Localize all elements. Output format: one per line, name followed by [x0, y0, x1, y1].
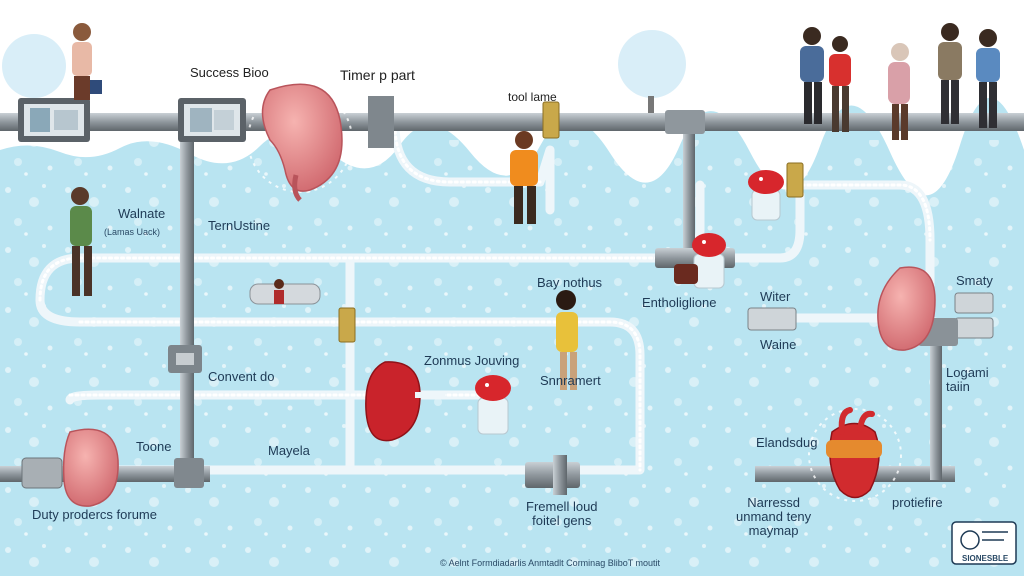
label-elandsdug: Elandsdug	[756, 435, 818, 450]
label-protiefire: protiefire	[892, 495, 943, 510]
monitor-icon	[178, 98, 246, 142]
tank-bottom-left	[21, 457, 63, 489]
valve-icon	[542, 101, 560, 139]
label-timer-part: Timer p part	[340, 67, 415, 83]
logo-text: SIONESBLE	[962, 554, 1009, 563]
person-icon	[510, 131, 538, 224]
pipe-junction-bottom	[525, 462, 580, 488]
footer-credit: © Aelnt Formdiadarlis Anmtadlt Corminag …	[440, 558, 661, 568]
brown-organ-blob	[674, 264, 698, 284]
person-icon	[888, 43, 910, 140]
kidney-icon	[247, 83, 353, 202]
heart-icon	[808, 407, 902, 502]
logo-icon	[951, 521, 1017, 565]
label-smaty: Smaty	[956, 273, 993, 288]
label-bay-nothus: Bay nothus	[537, 275, 603, 290]
person-icon	[274, 279, 284, 304]
label-narressd: Narressd unmand teny maymap	[736, 495, 812, 538]
label-duty-prodercs: Duty prodercs forume	[32, 507, 157, 522]
frost-bush-right	[618, 30, 686, 98]
label-snnramert: Snnramert	[540, 373, 601, 388]
label-fremell-loud: Fremell loud foitel gens	[526, 499, 598, 528]
label-walnate-sub: (Lamas Uack)	[104, 227, 161, 237]
person-icon	[556, 290, 578, 390]
label-toone: Toone	[136, 439, 172, 454]
kidney-icon	[365, 361, 445, 442]
capsule-tank	[249, 283, 321, 305]
kidney-icon	[62, 428, 119, 507]
mushroom-icon	[692, 233, 726, 289]
label-waine: Waine	[760, 337, 797, 352]
valve-icon	[786, 162, 804, 198]
label-logami-taiin: Logami taiin	[946, 365, 989, 394]
kidney-icon	[877, 266, 936, 351]
pipe-valve-top	[368, 96, 394, 148]
mushroom-icon	[748, 170, 784, 221]
label-success-bio: Success Bioo	[190, 65, 269, 80]
person-icon	[70, 187, 92, 296]
label-ternustine: TernUstine	[208, 218, 271, 233]
person-icon	[976, 29, 1000, 128]
label-convent-do: Convent do	[208, 369, 275, 384]
pipe-box-gauge	[176, 353, 194, 365]
label-tool-lame: tool lame	[508, 90, 557, 104]
frost-bush-left	[2, 34, 66, 98]
label-walnate: Walnate	[118, 206, 166, 221]
vertical-pipe-left	[180, 130, 194, 475]
pipe-coupling-top	[665, 110, 705, 134]
bush-stem	[648, 96, 654, 114]
valve-icon	[338, 307, 356, 343]
person-icon	[800, 27, 824, 124]
tank-mid-right	[747, 307, 797, 331]
person-icon	[938, 23, 962, 124]
person-icon	[829, 36, 851, 132]
label-zonmus-jouving: Zonmus Jouving	[424, 353, 520, 368]
label-entholighione: Entholiglione	[642, 295, 717, 310]
monitor-icon	[18, 98, 90, 142]
vertical-pipe-right	[930, 330, 942, 480]
vertical-pipe-mid	[683, 130, 695, 260]
main-pipe-top	[0, 113, 1024, 131]
pipe-stub-bottom	[553, 455, 567, 495]
mushroom-icon	[475, 375, 511, 435]
label-mayela: Mayela	[268, 443, 310, 458]
pipe-elbow-left	[174, 458, 204, 488]
label-witer: Witer	[760, 289, 791, 304]
person-icon	[72, 23, 102, 100]
